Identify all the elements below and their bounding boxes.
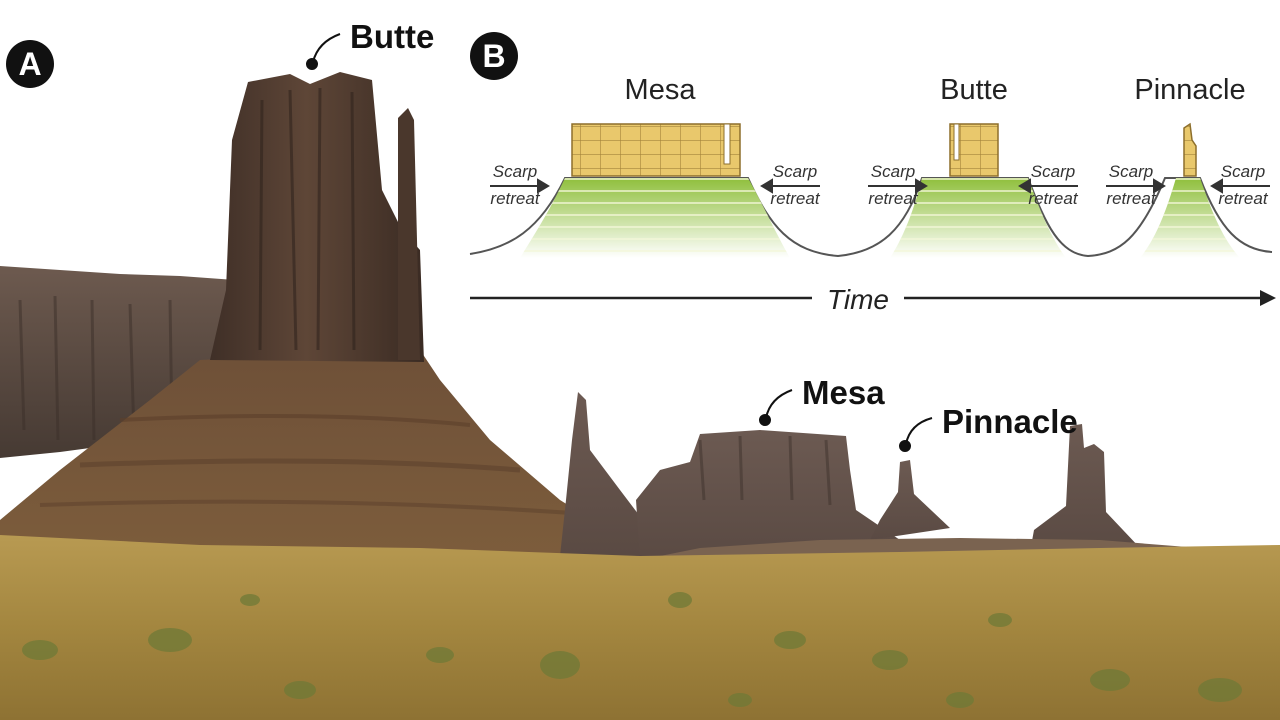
scarp-word: Scarp: [1108, 162, 1154, 181]
retreat-word: retreat: [1218, 188, 1268, 208]
scarp-retreat-label-1: Scarp retreat: [478, 162, 552, 208]
time-axis-label: Time: [812, 286, 904, 314]
scarp-retreat-label-3: Scarp retreat: [856, 162, 930, 208]
scarp-retreat-label-4: Scarp retreat: [1016, 162, 1090, 208]
photo-label-pinnacle: Pinnacle: [942, 403, 1078, 440]
photo-label-mesa: Mesa: [802, 374, 885, 411]
scarp-retreat-label-6: Scarp retreat: [1206, 162, 1280, 208]
panel-b-badge: B: [470, 32, 518, 80]
scarp-word: Scarp: [1220, 162, 1266, 181]
stage-title-butte: Butte: [940, 74, 1008, 106]
scarp-word: Scarp: [870, 162, 916, 181]
scarp-retreat-label-2: Scarp retreat: [758, 162, 832, 208]
stage-title-pinnacle: Pinnacle: [1134, 74, 1246, 106]
retreat-word: retreat: [770, 188, 820, 208]
retreat-word: retreat: [868, 188, 918, 208]
retreat-word: retreat: [1106, 188, 1156, 208]
scarp-word: Scarp: [1030, 162, 1076, 181]
scarp-word: Scarp: [772, 162, 818, 181]
retreat-word: retreat: [490, 188, 540, 208]
scarp-word: Scarp: [492, 162, 538, 181]
scarp-retreat-label-5: Scarp retreat: [1094, 162, 1168, 208]
stage-title-mesa: Mesa: [624, 74, 696, 106]
photo-label-butte: Butte: [350, 18, 435, 55]
panel-a-badge: A: [6, 40, 54, 88]
retreat-word: retreat: [1028, 188, 1078, 208]
